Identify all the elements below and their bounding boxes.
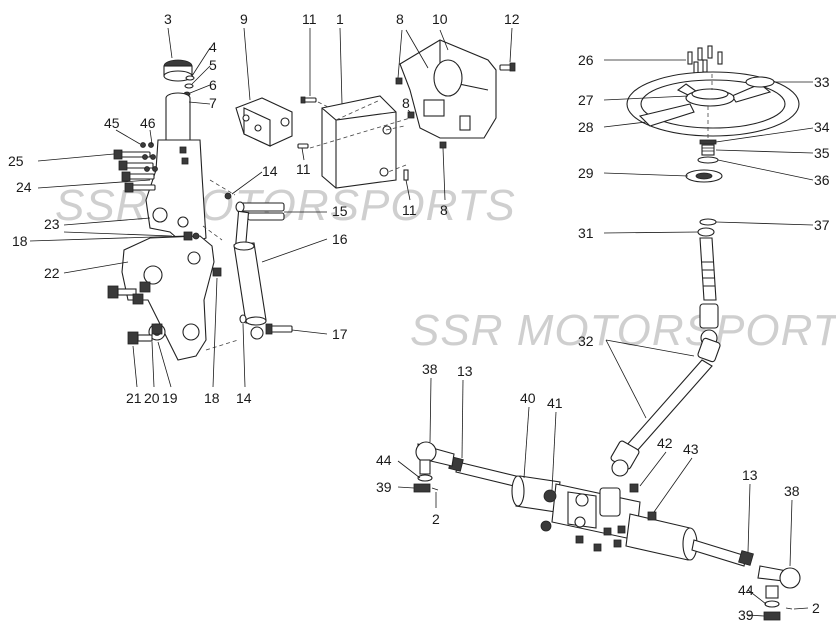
callout-45: 45 xyxy=(104,115,120,131)
callout-20: 20 xyxy=(144,390,160,406)
callout-11-bottom: 11 xyxy=(402,202,417,218)
bolt-group xyxy=(113,149,156,193)
callout-31: 31 xyxy=(578,225,594,241)
callout-3: 3 xyxy=(164,11,172,27)
callout-27: 27 xyxy=(578,92,594,108)
assembly-line xyxy=(309,117,411,149)
watermark-right: SSR MOTORSPORTS xyxy=(410,306,836,355)
callout-16: 16 xyxy=(332,231,348,247)
callout-28: 28 xyxy=(578,119,594,135)
callout-8-mid: 8 xyxy=(402,95,410,111)
callout-36: 36 xyxy=(814,172,830,188)
bracket-hole xyxy=(152,207,168,223)
callout-44-left: 44 xyxy=(376,452,392,468)
callout-38-left: 38 xyxy=(422,361,438,377)
callout-8-top: 8 xyxy=(396,11,404,27)
tie-rod-end-left xyxy=(413,441,455,493)
callout-40: 40 xyxy=(520,390,536,406)
callout-25: 25 xyxy=(8,153,24,169)
callout-14-bottom: 14 xyxy=(236,390,252,406)
callout-44-right: 44 xyxy=(738,582,754,598)
callout-9: 9 xyxy=(240,11,248,27)
callout-labels: 3 4 5 6 7 9 45 46 25 24 23 18 22 21 20 1… xyxy=(8,11,830,623)
callout-19: 19 xyxy=(162,390,178,406)
callout-5: 5 xyxy=(209,57,217,73)
callout-18-bottom: 18 xyxy=(204,390,220,406)
column-cover xyxy=(297,39,516,189)
callout-38-right: 38 xyxy=(784,483,800,499)
callout-17: 17 xyxy=(332,326,348,342)
callout-42: 42 xyxy=(657,435,673,451)
steering-wheel-assembly xyxy=(626,45,800,237)
assembly-line xyxy=(205,339,239,351)
steering-shaft-32 xyxy=(610,237,721,477)
callout-15: 15 xyxy=(332,203,348,219)
callout-24: 24 xyxy=(16,179,32,195)
callout-1: 1 xyxy=(336,11,344,27)
callout-35: 35 xyxy=(814,145,830,161)
callout-11-top: 11 xyxy=(302,11,317,27)
assembly-line xyxy=(387,164,407,173)
callout-10: 10 xyxy=(432,11,448,27)
leader-lines xyxy=(29,27,814,617)
callout-11-left: 11 xyxy=(296,161,311,177)
washer-part xyxy=(184,83,194,89)
callout-13-left: 13 xyxy=(457,363,473,379)
callout-26: 26 xyxy=(578,52,594,68)
callout-2-right: 2 xyxy=(812,600,820,616)
callout-6: 6 xyxy=(209,77,217,93)
callout-34: 34 xyxy=(814,119,830,135)
tie-rod-end-right xyxy=(757,565,801,621)
pivot-bracket-22 xyxy=(107,231,222,361)
callout-14-top: 14 xyxy=(262,163,278,179)
steering-rack-assembly xyxy=(448,456,754,567)
callout-12: 12 xyxy=(504,11,520,27)
assembly-line xyxy=(335,99,381,121)
assembly-line xyxy=(385,125,405,131)
callout-21: 21 xyxy=(126,390,142,406)
callout-18-left: 18 xyxy=(12,233,28,249)
assembly-line xyxy=(209,179,236,196)
callout-41: 41 xyxy=(547,395,563,411)
callout-2-left: 2 xyxy=(432,511,440,527)
steering-column-assembly xyxy=(113,59,207,247)
mount-bracket-9 xyxy=(235,97,293,147)
washer-part xyxy=(185,75,195,81)
callout-39-right: 39 xyxy=(738,607,754,623)
callout-4: 4 xyxy=(209,39,217,55)
callout-22: 22 xyxy=(44,265,60,281)
callout-37: 37 xyxy=(814,217,830,233)
assembly-line xyxy=(202,225,223,241)
callout-7: 7 xyxy=(209,95,217,111)
callout-32: 32 xyxy=(578,333,594,349)
callout-33: 33 xyxy=(814,74,830,90)
steering-damper-16 xyxy=(224,192,293,340)
screw-group xyxy=(687,45,723,75)
callout-46: 46 xyxy=(140,115,156,131)
callout-43: 43 xyxy=(683,441,699,457)
callout-8-bottom: 8 xyxy=(440,202,448,218)
callout-29: 29 xyxy=(578,165,594,181)
assembly-line xyxy=(317,101,331,109)
callout-13-right: 13 xyxy=(742,467,758,483)
callout-23: 23 xyxy=(44,216,60,232)
bracket-hole xyxy=(177,216,189,228)
callout-39-left: 39 xyxy=(376,479,392,495)
